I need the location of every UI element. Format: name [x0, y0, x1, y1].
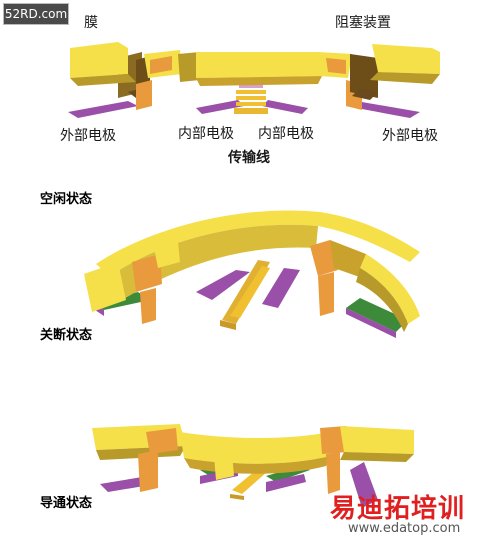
on-outer-electrode-right: [350, 462, 378, 508]
idle-membrane: [70, 42, 440, 110]
idle-inner-electrode-right: [262, 100, 308, 114]
off-transmission-line: [220, 260, 270, 330]
label-stopper: 阻塞装置: [335, 15, 391, 31]
idle-inner-electrode-left: [196, 100, 244, 114]
label-inner-electrode-right: 内部电极: [258, 126, 314, 142]
idle-electrodes: [68, 100, 420, 118]
label-membrane: 膜: [84, 15, 98, 31]
label-transmission-line: 传输线: [228, 150, 270, 166]
on-membrane: [92, 424, 414, 494]
idle-outer-electrode-right: [346, 101, 420, 118]
label-inner-electrode-left: 内部电极: [178, 126, 234, 142]
caption-off-state: 关断状态: [40, 328, 93, 343]
caption-on-state: 导通状态: [40, 496, 93, 511]
idle-transmission-line: [234, 82, 268, 114]
off-outer-electrode-right: [346, 298, 408, 332]
off-inner-electrode-left: [196, 270, 250, 300]
label-outer-electrode-left: 外部电极: [60, 128, 116, 144]
watermark-url: www.edatop.com: [348, 521, 461, 536]
watermark-bottom-right: 易迪拓培训 www.edatop.com: [330, 488, 482, 540]
off-membrane: [84, 210, 420, 332]
watermark-top-left: 52RD.com: [3, 3, 69, 25]
label-outer-electrode-right: 外部电极: [382, 128, 438, 144]
watermark-brand: 易迪拓培训: [330, 494, 466, 524]
idle-outer-electrode-left: [68, 101, 138, 118]
off-inner-electrode-right: [262, 268, 300, 308]
caption-idle-state: 空闲状态: [40, 192, 93, 207]
